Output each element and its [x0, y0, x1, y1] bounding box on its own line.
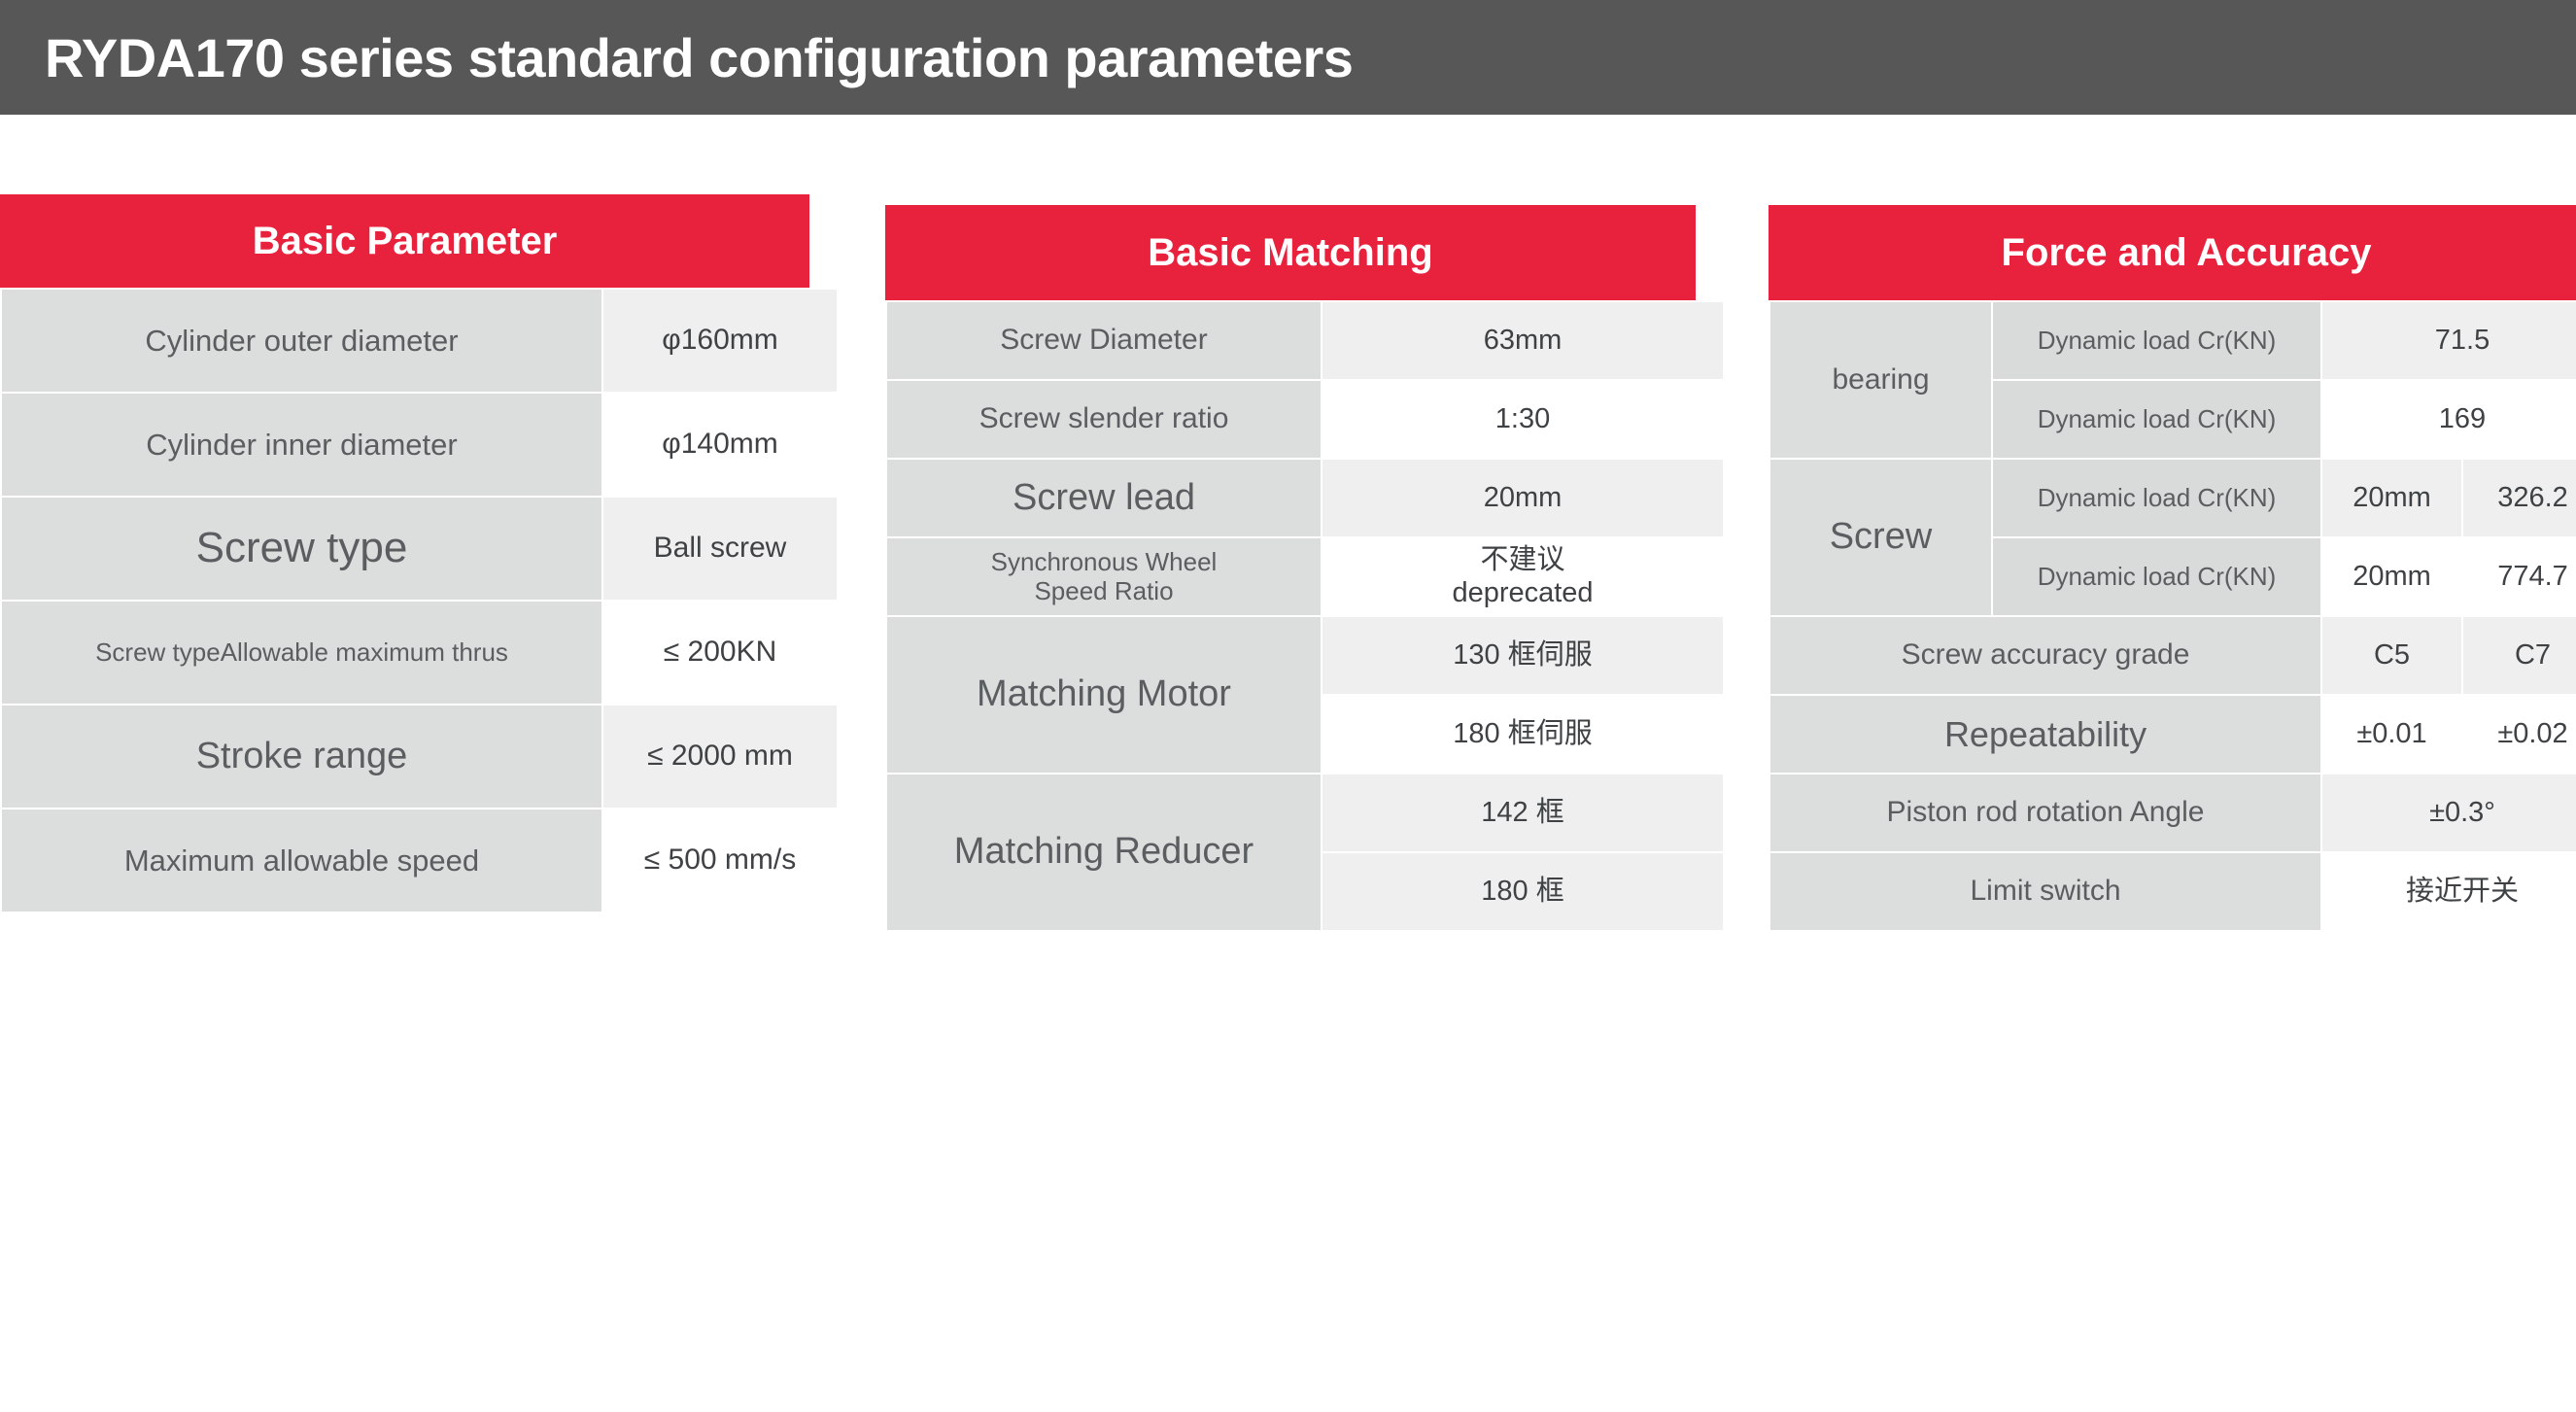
- row-value: 不建议 deprecated: [1321, 536, 1725, 617]
- row-value: 180 框伺服: [1321, 694, 1725, 775]
- panel-basic-matching: Basic Matching Screw Diameter 63mm Screw…: [885, 205, 1725, 932]
- row-label: Screw lead: [885, 458, 1322, 538]
- table-row: Screw type Ball screw: [0, 496, 839, 602]
- table-row: Screw Dynamic load Cr(KN) 20mm 326.2: [1769, 458, 2576, 617]
- table-row: Cylinder outer diameter φ160mm: [0, 288, 839, 394]
- table-row: Maximum allowable speed ≤ 500 mm/s: [0, 808, 839, 913]
- table-row: Screw typeAllowable maximum thrus ≤ 200K…: [0, 600, 839, 706]
- row-label: Screw slender ratio: [885, 379, 1322, 460]
- row-value: ≤ 200KN: [601, 600, 839, 706]
- row-sub-label: Dynamic load Cr(KN): [1991, 379, 2322, 460]
- table-row: Stroke range ≤ 2000 mm: [0, 704, 839, 809]
- row-label: Piston rod rotation Angle: [1769, 773, 2322, 853]
- row-sub-label: Dynamic load Cr(KN): [1991, 300, 2322, 381]
- row-group-label: Screw: [1769, 458, 1993, 617]
- row-value: φ140mm: [601, 392, 839, 498]
- row-value: 180 框: [1321, 851, 1725, 932]
- row-value: 130 框伺服: [1321, 615, 1725, 696]
- row-label: Cylinder outer diameter: [0, 288, 603, 394]
- row-sub-label: Dynamic load Cr(KN): [1991, 458, 2322, 538]
- row-value-b: ±0.02: [2461, 694, 2576, 775]
- page-title-rest: series standard configuration parameters: [284, 26, 1354, 88]
- row-value-a: C5: [2320, 615, 2463, 696]
- row-label: Stroke range: [0, 704, 603, 809]
- row-value-a: ±0.01: [2320, 694, 2463, 775]
- table-row: Piston rod rotation Angle ±0.3°: [1769, 773, 2576, 853]
- table-row: Screw accuracy grade C5 C7: [1769, 615, 2576, 696]
- row-value-a: 20mm: [2320, 536, 2463, 617]
- table-basic-parameter: Cylinder outer diameter φ160mm Cylinder …: [0, 288, 839, 913]
- row-value: 接近开关: [2320, 851, 2576, 932]
- panel-basic-parameter: Basic Parameter Cylinder outer diameter …: [0, 194, 839, 913]
- table-basic-matching: Screw Diameter 63mm Screw slender ratio …: [885, 300, 1725, 932]
- row-label: Matching Motor: [885, 615, 1322, 775]
- row-label: Screw Diameter: [885, 300, 1322, 381]
- row-value: ±0.3°: [2320, 773, 2576, 853]
- row-sub-label: Dynamic load Cr(KN): [1991, 536, 2322, 617]
- panel-heading-basic-parameter: Basic Parameter: [0, 194, 809, 288]
- row-value: 142 框: [1321, 773, 1725, 853]
- row-label: Screw type: [0, 496, 603, 602]
- table-row: Dynamic load Cr(KN) 169: [1769, 379, 2576, 460]
- table-row: bearing Dynamic load Cr(KN) 71.5: [1769, 300, 2576, 460]
- row-value-a: 20mm: [2320, 458, 2463, 538]
- page-title-bar: RYDA170 series standard configuration pa…: [0, 0, 2576, 115]
- row-value: 20mm: [1321, 458, 1725, 538]
- row-value: 63mm: [1321, 300, 1725, 381]
- table-row: Limit switch 接近开关: [1769, 851, 2576, 932]
- row-label: Maximum allowable speed: [0, 808, 603, 913]
- table-force-and-accuracy: bearing Dynamic load Cr(KN) 71.5 Dynamic…: [1769, 300, 2576, 932]
- row-label: Cylinder inner diameter: [0, 392, 603, 498]
- row-label: Limit switch: [1769, 851, 2322, 932]
- row-value: 71.5: [2320, 300, 2576, 381]
- table-row: Screw Diameter 63mm: [885, 300, 1725, 381]
- row-value: ≤ 500 mm/s: [601, 808, 839, 913]
- row-value: ≤ 2000 mm: [601, 704, 839, 809]
- row-value: 1:30: [1321, 379, 1725, 460]
- table-row: Screw lead 20mm: [885, 458, 1725, 538]
- row-value: Ball screw: [601, 496, 839, 602]
- row-value: 169: [2320, 379, 2576, 460]
- table-row: Matching Reducer 142 框: [885, 773, 1725, 932]
- row-value-b: 774.7: [2461, 536, 2576, 617]
- panel-heading-force-and-accuracy: Force and Accuracy: [1769, 205, 2576, 300]
- page-title: RYDA170 series standard configuration pa…: [45, 26, 1354, 89]
- table-row: Synchronous Wheel Speed Ratio 不建议 deprec…: [885, 536, 1725, 617]
- page-title-model: RYDA170: [45, 26, 285, 88]
- row-label: Synchronous Wheel Speed Ratio: [885, 536, 1322, 617]
- row-label: Repeatability: [1769, 694, 2322, 775]
- table-row: Repeatability ±0.01 ±0.02: [1769, 694, 2576, 775]
- panel-heading-basic-matching: Basic Matching: [885, 205, 1696, 300]
- row-value: φ160mm: [601, 288, 839, 394]
- row-group-label: bearing: [1769, 300, 1993, 460]
- parameters-board: Basic Parameter Cylinder outer diameter …: [0, 115, 2576, 1412]
- row-label: Matching Reducer: [885, 773, 1322, 932]
- table-row: 180 框: [886, 851, 1725, 932]
- row-label: Screw typeAllowable maximum thrus: [0, 600, 603, 706]
- table-row: Screw slender ratio 1:30: [885, 379, 1725, 460]
- table-row: 180 框伺服: [886, 694, 1725, 775]
- table-row: Matching Motor 130 框伺服: [885, 615, 1725, 775]
- table-row: Cylinder inner diameter φ140mm: [0, 392, 839, 498]
- row-label: Screw accuracy grade: [1769, 615, 2322, 696]
- row-value-b: 326.2: [2461, 458, 2576, 538]
- panel-force-and-accuracy: Force and Accuracy bearing Dynamic load …: [1769, 205, 2576, 932]
- table-row: Dynamic load Cr(KN) 20mm 774.7: [1769, 536, 2576, 617]
- row-value-b: C7: [2461, 615, 2576, 696]
